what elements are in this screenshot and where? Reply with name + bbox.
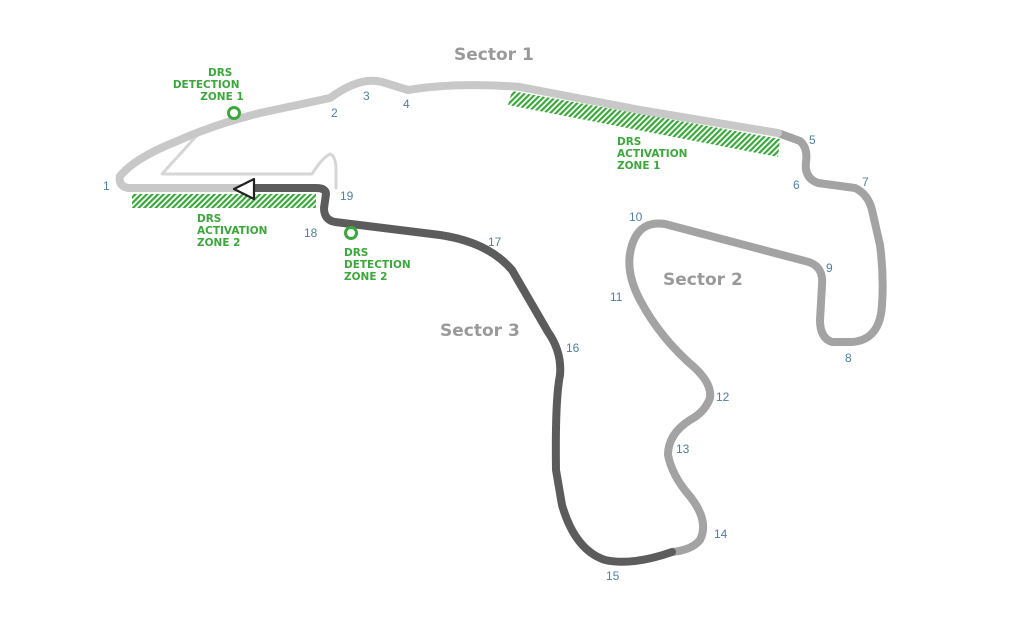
turn-label: 19: [340, 189, 354, 203]
track-sector-2: [625, 129, 887, 556]
turn-label: 17: [488, 235, 502, 249]
start-direction-arrow-icon: [232, 177, 256, 201]
turn-label: 13: [676, 442, 690, 456]
drs-activation-zone-1-label: DRS ACTIVATION ZONE 1: [617, 136, 691, 172]
turn-label: 14: [714, 527, 728, 541]
sector-3-label: Sector 3: [440, 321, 520, 341]
turn-label: 3: [363, 89, 370, 103]
drs-detection-zone-1-label: DRS DETECTION ZONE 1: [173, 67, 244, 103]
turn-label: 8: [845, 351, 852, 365]
sector-2-label: Sector 2: [663, 270, 743, 290]
turn-label: 5: [809, 133, 816, 147]
turn-label: 11: [610, 290, 623, 304]
drs-activation-zone-2-area: [132, 194, 316, 208]
drs-detection-zone-1-marker: [227, 106, 241, 120]
sector-1-label: Sector 1: [454, 45, 534, 65]
drs-detection-zone-2-label: DRS DETECTION ZONE 2: [344, 247, 414, 283]
turn-label: 16: [566, 341, 580, 355]
drs-activation-zone-2-label: DRS ACTIVATION ZONE 2: [197, 213, 271, 249]
turn-label: 9: [826, 261, 833, 275]
track-sector-3: [236, 184, 676, 566]
turn-label: 10: [629, 210, 643, 224]
pit-lane: [160, 130, 338, 190]
drs-activation-zone-1-area: [508, 91, 780, 157]
turn-label: 18: [304, 226, 318, 240]
turn-label: 2: [331, 106, 338, 120]
turn-label: 6: [793, 178, 800, 192]
turn-label: 1: [103, 179, 110, 193]
turn-label: 12: [716, 390, 730, 404]
drs-detection-zone-2-marker: [344, 226, 358, 240]
turn-label: 7: [862, 175, 869, 189]
track-sector-1: [115, 76, 782, 192]
turn-label: 15: [606, 569, 620, 583]
turn-label: 4: [403, 97, 410, 111]
